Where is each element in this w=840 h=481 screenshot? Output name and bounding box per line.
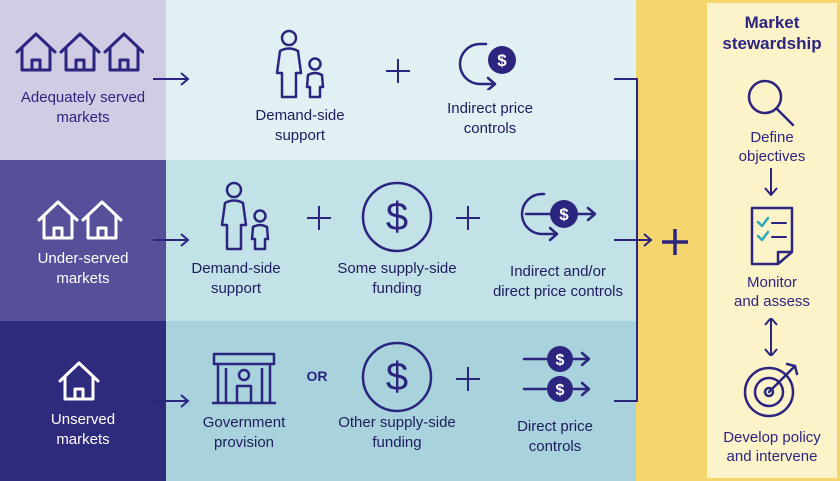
row-label-under-served: Under-served markets	[0, 160, 166, 321]
row-label-line2: markets	[56, 431, 110, 448]
person-child-icon	[220, 181, 270, 251]
dollar-circle-icon: $	[361, 341, 433, 413]
row-label-line1: Adequately served	[20, 89, 146, 106]
plus-icon	[456, 206, 480, 230]
svg-text:$: $	[556, 352, 565, 369]
or-connector: OR	[306, 368, 328, 384]
row-label-unserved: Unserved markets	[0, 321, 166, 481]
row-label-line2: markets	[56, 269, 110, 287]
plus-icon	[307, 206, 331, 230]
arrow-down-icon	[764, 168, 778, 196]
plus-icon	[386, 59, 410, 83]
magnifier-icon	[747, 79, 795, 127]
house-icon	[37, 200, 123, 240]
row-label-line1: Under-served	[37, 249, 129, 267]
arrow-up-down-icon	[764, 318, 778, 356]
row-panel-adequately-served	[166, 0, 636, 160]
plus-icon	[456, 367, 480, 391]
person-child-icon	[275, 29, 325, 99]
row-label-line1: Unserved	[50, 411, 116, 428]
house-icon	[58, 361, 100, 401]
target-icon	[743, 362, 799, 418]
svg-text:$: $	[559, 205, 569, 224]
row-label-adequately-served: Adequately served markets	[0, 0, 166, 160]
dollar-circle-icon: $	[361, 181, 433, 253]
government-building-icon	[212, 352, 276, 405]
svg-text:$: $	[386, 355, 408, 399]
checklist-icon	[750, 206, 794, 266]
row-panel-under-served	[166, 160, 636, 321]
direct-price-icon: $ $	[522, 346, 591, 402]
house-icon	[15, 32, 144, 72]
indirect-price-icon: $	[458, 42, 516, 90]
svg-text:$: $	[386, 195, 408, 239]
svg-text:$: $	[497, 51, 507, 70]
svg-text:$: $	[556, 382, 565, 399]
row-label-line2: markets	[56, 109, 110, 126]
combine-plus-icon	[662, 229, 688, 255]
indirect-direct-price-icon: $	[520, 192, 597, 242]
